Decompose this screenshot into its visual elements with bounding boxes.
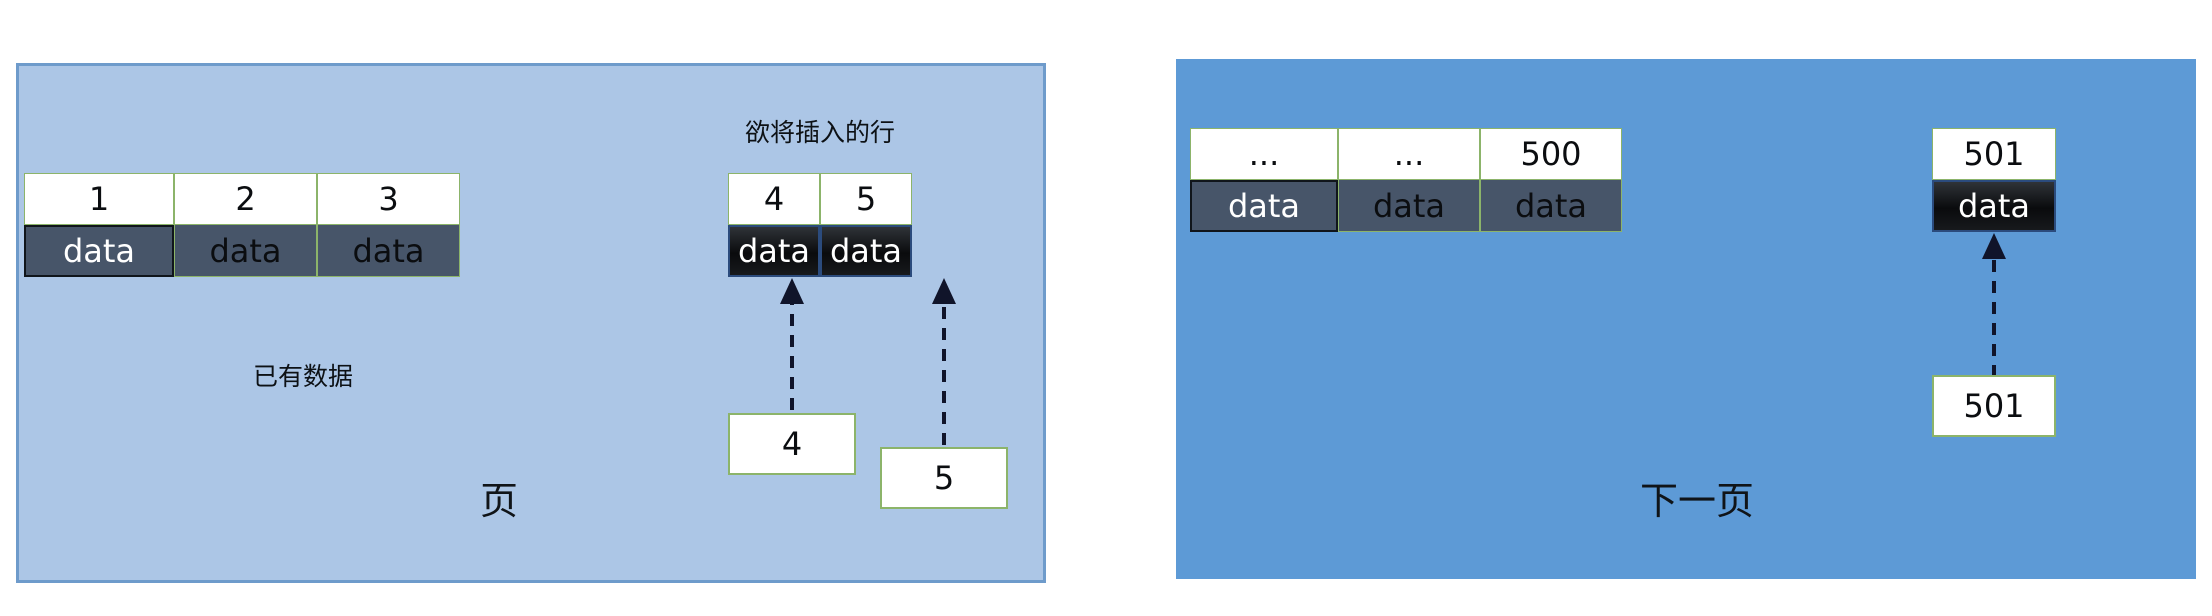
table-column: 1 data — [24, 173, 174, 277]
row-data-cell-highlighted: data — [728, 225, 820, 277]
next-page-rows-table: ... data ... data 500 data — [1190, 128, 1622, 232]
appended-row-table: 501 data — [1932, 128, 2056, 232]
row-data-cell: data — [174, 225, 317, 277]
row-key-cell: 4 — [728, 173, 820, 225]
table-column: ... data — [1190, 128, 1338, 232]
table-column: ... data — [1338, 128, 1480, 232]
label-insert-row: 欲将插入的行 — [745, 118, 896, 147]
row-data-cell: data — [1338, 180, 1480, 232]
table-column: 5 data — [820, 173, 912, 277]
row-data-cell-highlighted: data — [1932, 180, 2056, 232]
table-column: 4 data — [728, 173, 820, 277]
row-key-cell: ... — [1338, 128, 1480, 180]
caption-current-page: 页 — [480, 479, 519, 523]
row-key-cell: ... — [1190, 128, 1338, 180]
table-column: 2 data — [174, 173, 317, 277]
table-column: 500 data — [1480, 128, 1622, 232]
row-key-cell: 3 — [317, 173, 460, 225]
row-data-cell: data — [24, 225, 174, 277]
row-key-cell: 501 — [1932, 128, 2056, 180]
caption-next-page: 下一页 — [1640, 479, 1755, 523]
row-key-cell: 1 — [24, 173, 174, 225]
insert-source-box-second: 5 — [880, 447, 1008, 509]
append-source-box: 501 — [1932, 375, 2056, 437]
insert-rows-table: 4 data 5 data — [728, 173, 912, 277]
existing-rows-table: 1 data 2 data 3 data — [24, 173, 460, 277]
table-column: 501 data — [1932, 128, 2056, 232]
row-key-cell: 5 — [820, 173, 912, 225]
row-data-cell-highlighted: data — [820, 225, 912, 277]
row-key-cell: 500 — [1480, 128, 1622, 180]
row-data-cell: data — [1190, 180, 1338, 232]
row-data-cell: data — [317, 225, 460, 277]
insert-source-box-first: 4 — [728, 413, 856, 475]
label-existing-data: 已有数据 — [253, 362, 354, 391]
row-data-cell: data — [1480, 180, 1622, 232]
page-panel-current — [16, 63, 1046, 583]
row-key-cell: 2 — [174, 173, 317, 225]
dashed-up-arrow-icon — [1982, 233, 2006, 377]
table-column: 3 data — [317, 173, 460, 277]
